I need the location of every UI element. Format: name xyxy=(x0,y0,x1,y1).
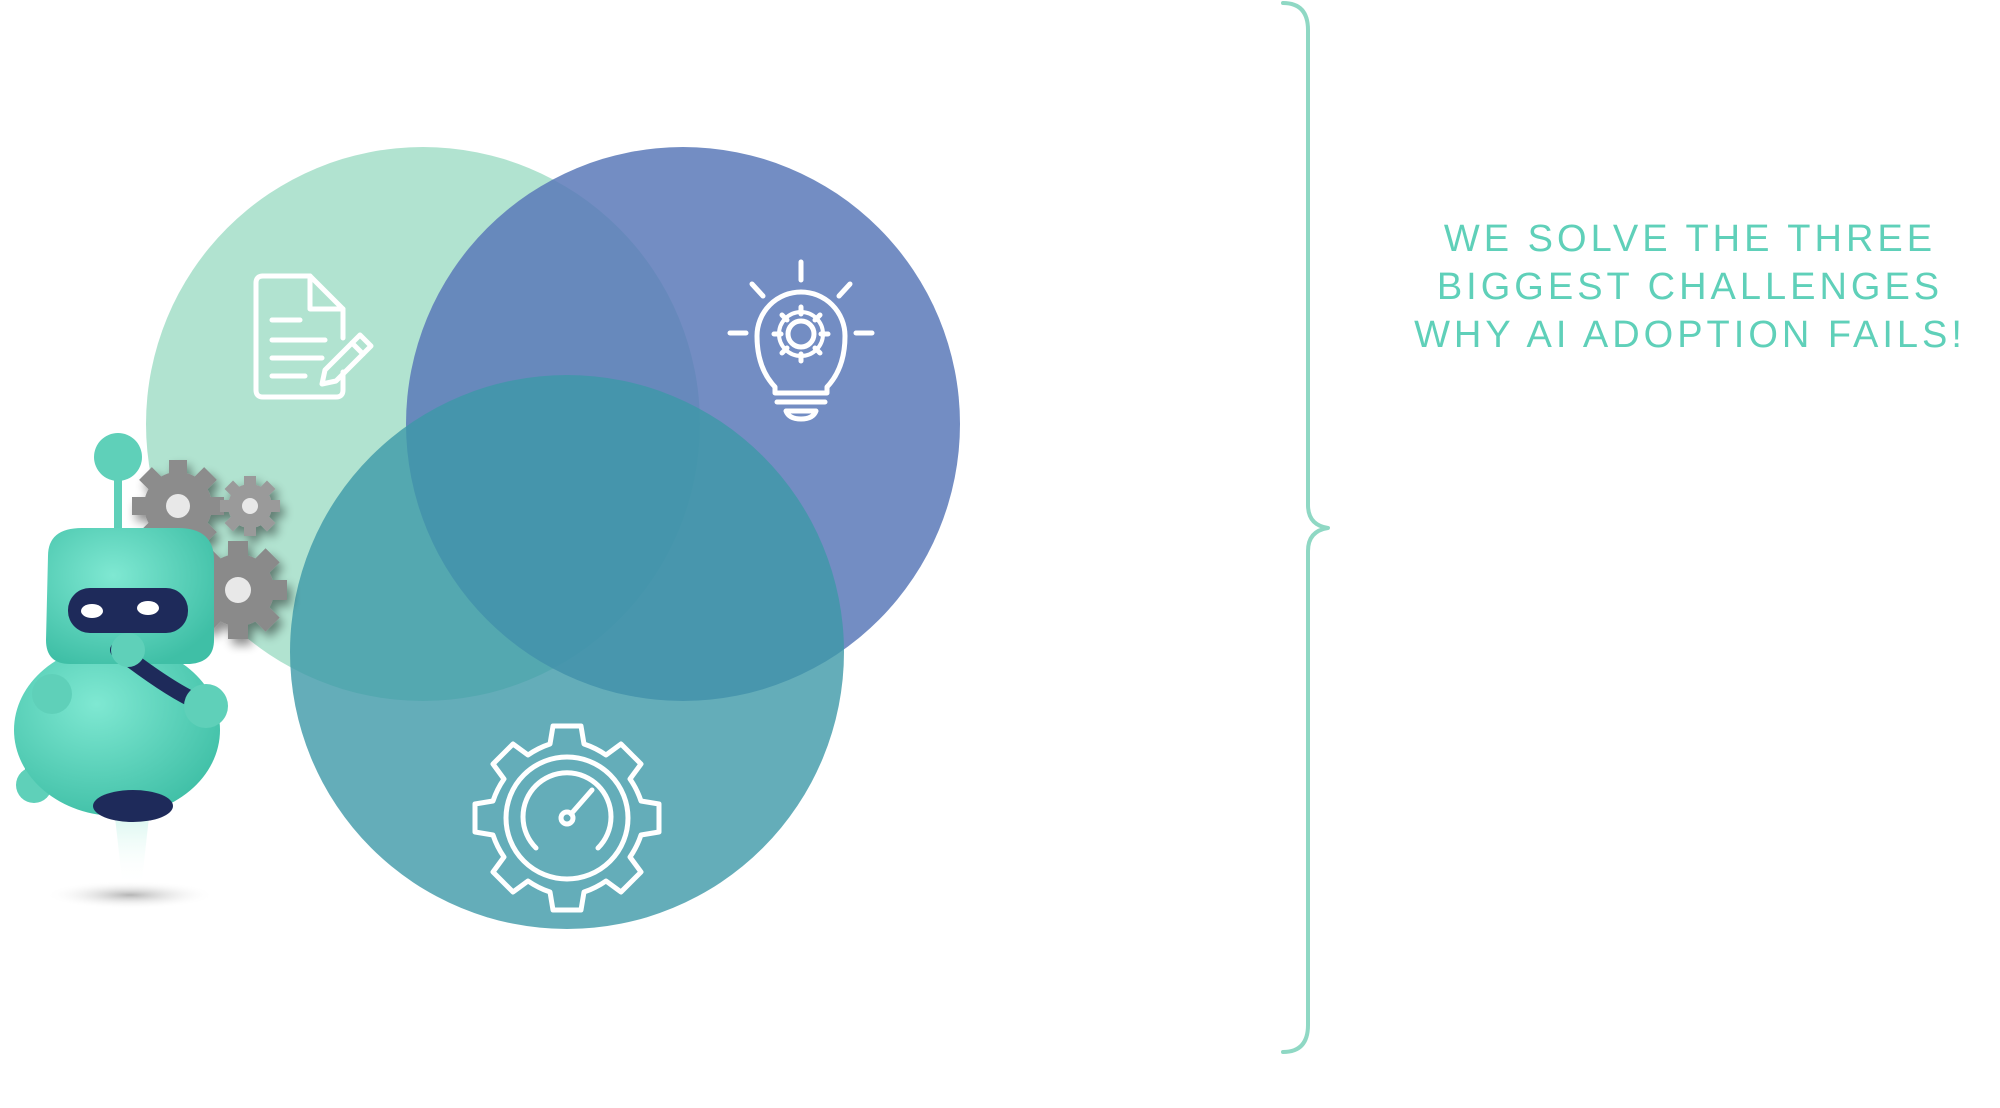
robot-base xyxy=(93,790,173,822)
headline-line-2: BIGGEST CHALLENGES xyxy=(1436,266,1944,308)
lightbulb-gear-icon xyxy=(727,259,875,422)
robot-right-hand xyxy=(111,633,145,667)
document-edit-icon xyxy=(253,273,374,400)
headline-line-3: WHY AI ADOPTION FAILS! xyxy=(1414,314,1966,356)
gear-icon-small xyxy=(220,476,280,536)
robot-antenna-ball xyxy=(94,433,142,481)
gear-icon-medium xyxy=(189,541,287,639)
venn-circle-performance xyxy=(290,375,844,929)
robot-shadow xyxy=(45,881,215,909)
curly-brace xyxy=(1281,1,1330,1054)
gear-gauge-icon xyxy=(472,723,662,913)
headline: WE SOLVE THE THREE BIGGEST CHALLENGES WH… xyxy=(1390,215,1990,359)
robot-body xyxy=(14,644,220,816)
robot-visor xyxy=(68,588,188,633)
headline-line-1: WE SOLVE THE THREE xyxy=(1443,218,1937,260)
robot-eye-right xyxy=(137,601,159,615)
robot-eye-left xyxy=(81,604,103,618)
robot-right-shoulder xyxy=(184,684,228,728)
robot-mascot xyxy=(14,433,287,909)
robot-left-shoulder xyxy=(32,674,72,714)
